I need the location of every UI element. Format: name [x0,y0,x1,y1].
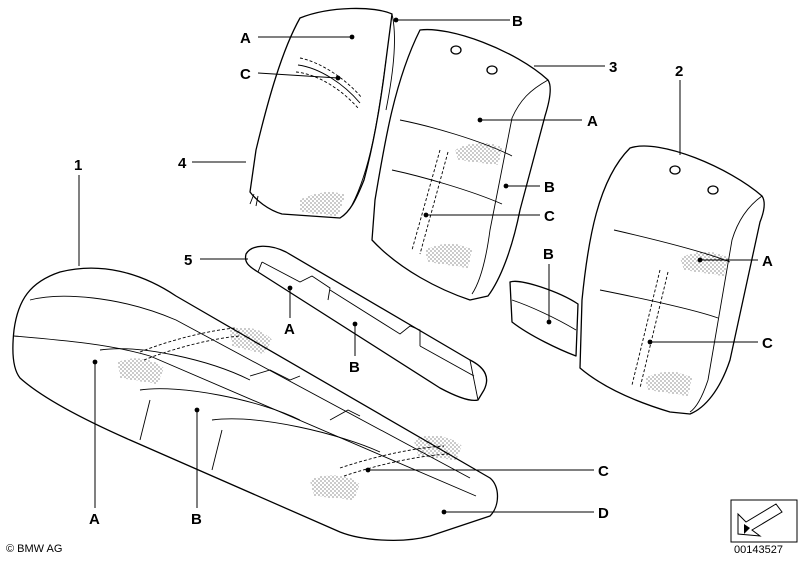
label-part-2: 2 [675,63,683,80]
label-part-3: 3 [609,59,617,76]
label-a-part5: A [284,321,295,338]
label-b-part4: B [512,13,523,30]
label-a-part3: A [587,113,598,130]
label-b-part1: B [191,511,202,528]
leader-lines [78,19,758,513]
copyright-text: © BMW AG [6,543,62,555]
callout-labels: A C B 4 3 A B C 2 A B C 5 A B 1 A B C D [74,13,773,528]
label-a-part2: A [762,253,773,270]
label-a-part4: A [240,30,251,47]
backrest-part-3 [371,28,551,301]
label-a-part1: A [89,511,100,528]
trim-strip-part-5 [244,245,488,402]
label-part-5: 5 [184,252,192,269]
label-b-part5: B [349,359,360,376]
label-c-part1: C [598,463,609,480]
label-part-4: 4 [178,155,187,172]
seat-cushion-part-1 [12,267,499,542]
leader-dots [92,17,703,515]
label-b-part2: B [543,246,554,263]
orientation-arrow-icon [730,499,798,543]
diagram-number: 00143527 [734,544,783,556]
backrest-part-2 [509,145,765,415]
backrest-cover-part-4 [249,7,395,219]
label-c-part3: C [544,208,555,225]
label-part-1: 1 [74,157,82,174]
label-c-part2: C [762,335,773,352]
label-c-part4: C [240,66,251,83]
label-d-part1: D [598,505,609,522]
label-b-part3: B [544,179,555,196]
